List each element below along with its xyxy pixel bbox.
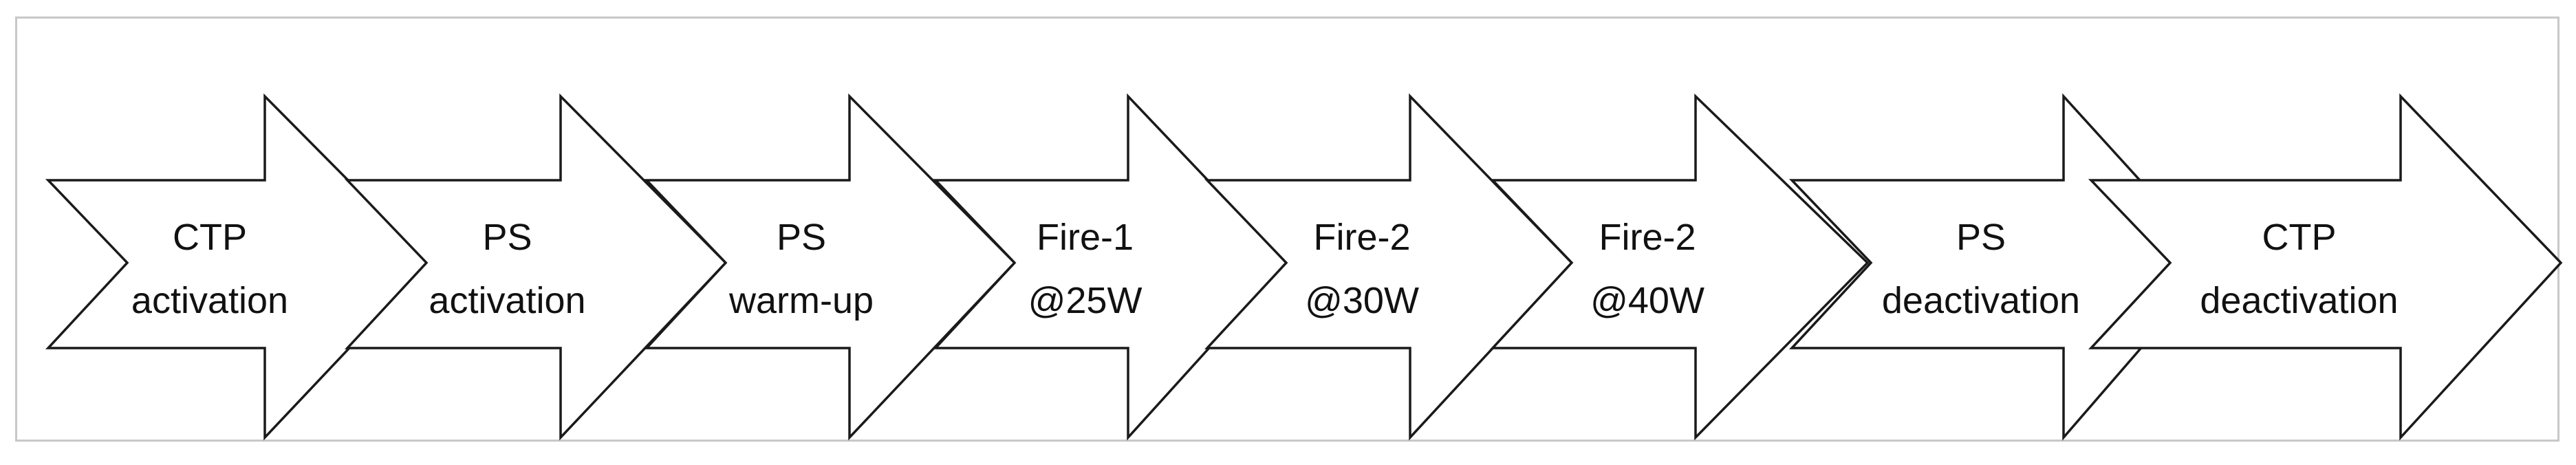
- step-arrow-4: Fire-1 @25W: [932, 93, 1288, 441]
- step-arrow-8: CTP deactivation: [2088, 93, 2563, 441]
- step-4-label-line2: @25W: [1028, 280, 1143, 321]
- step-1-label-line2: activation: [131, 280, 288, 321]
- step-3-label-line1: PS: [777, 217, 826, 258]
- step-arrow-5: Fire-2 @30W: [1204, 93, 1574, 441]
- diagram-frame: [15, 17, 2559, 442]
- arrow-shape-4: [932, 93, 1288, 441]
- step-3-label-line2: warm-up: [728, 280, 874, 321]
- arrow-shape-2: [344, 93, 728, 441]
- step-arrow-1: CTP activation: [45, 93, 432, 441]
- arrow-shape-1: [45, 93, 432, 441]
- step-5-label-line1: Fire-2: [1313, 217, 1410, 258]
- step-2-label-line2: activation: [429, 280, 585, 321]
- arrow-shape-5: [1204, 93, 1574, 441]
- step-5-label-line2: @30W: [1305, 280, 1419, 321]
- step-1-label-line1: CTP: [173, 217, 247, 258]
- step-arrow-6: Fire-2 @40W: [1489, 93, 1870, 441]
- step-arrow-3: PS warm-up: [643, 93, 1017, 441]
- arrow-shape-6: [1489, 93, 1870, 441]
- step-8-label-line2: deactivation: [2200, 280, 2398, 321]
- step-7-label-line1: PS: [1956, 217, 2006, 258]
- arrow-shape-8: [2088, 93, 2563, 441]
- step-6-label-line2: @40W: [1590, 280, 1704, 321]
- step-4-label-line1: Fire-1: [1037, 217, 1134, 258]
- step-7-label-line2: deactivation: [1882, 280, 2080, 321]
- step-8-label-line1: CTP: [2262, 217, 2337, 258]
- step-arrow-2: PS activation: [344, 93, 728, 441]
- step-6-label-line1: Fire-2: [1599, 217, 1696, 258]
- arrow-shape-3: [643, 93, 1017, 441]
- step-2-label-line1: PS: [482, 217, 532, 258]
